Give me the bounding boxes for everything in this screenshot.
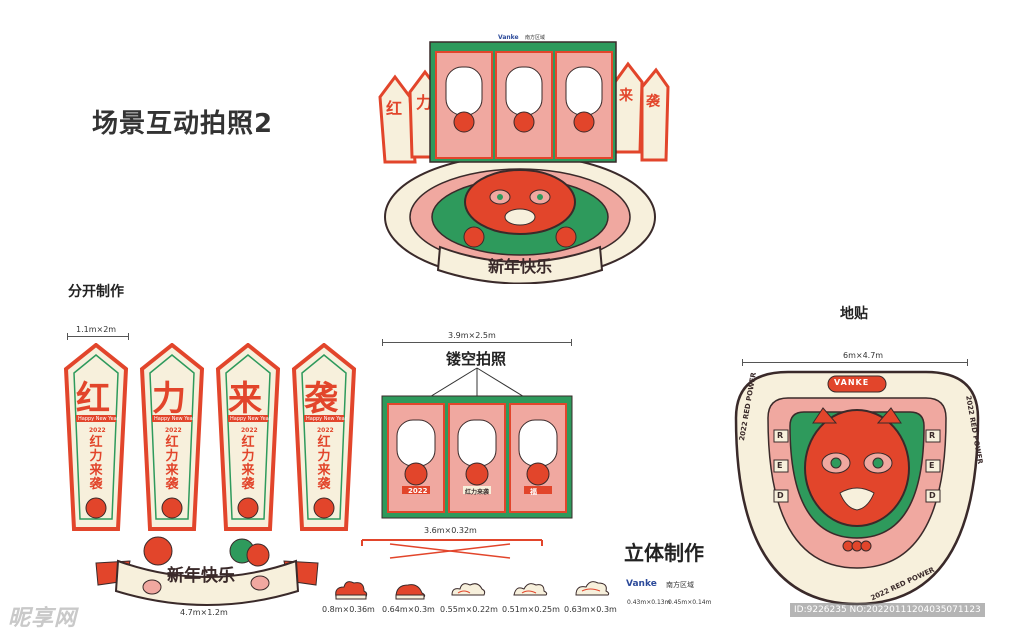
composite-scene-illustration: 红 力 来 袭 Vanke 南方区域 新年快乐	[378, 34, 670, 284]
banner-year: 2022	[317, 427, 334, 434]
frames-dimension-line	[382, 339, 572, 346]
floor-letter-e-left: E	[777, 461, 783, 470]
svg-text:南方区域: 南方区域	[525, 34, 545, 41]
ribbon-size-label: 4.7m×1.2m	[180, 608, 228, 617]
page-title: 场景互动拍照2	[92, 109, 274, 139]
small-piece-size: 0.64m×0.3m	[382, 605, 435, 614]
banner-slogan: 红力来袭	[317, 435, 331, 492]
section-3d-label: 立体制作	[624, 541, 704, 565]
frames-size-label: 3.9m×2.5m	[448, 331, 496, 340]
banner-shape	[63, 342, 129, 531]
banner-shape	[291, 342, 357, 531]
banner-shape	[215, 342, 281, 531]
svg-text:来: 来	[618, 88, 634, 104]
floor-size-label: 6m×4.7m	[843, 351, 884, 360]
banner-dimension-line	[67, 333, 129, 340]
frame-tag-fu: 福	[530, 488, 537, 496]
banner-happy-text: Happy New Year	[154, 416, 195, 422]
watermark-id: ID:9226235 NO:20220111204035071123	[790, 603, 985, 617]
floor-letter-d-left: D	[777, 491, 784, 500]
small-piece-size: 0.63m×0.3m	[564, 605, 617, 614]
small-piece-size: 0.55m×0.22m	[440, 605, 498, 614]
banner-year: 2022	[241, 427, 258, 434]
section-hollow-label: 镂空拍照	[446, 350, 507, 368]
logo-piece-region: 南方区域	[666, 581, 694, 589]
banner-slogan: 红力来袭	[165, 435, 179, 492]
cloud-red-icon	[395, 584, 426, 600]
floor-letter-r-right: R	[929, 431, 936, 440]
cloud-outline-icon	[451, 583, 486, 596]
section-separate-label: 分开制作	[68, 284, 124, 300]
banner-happy-text: Happy New Year	[230, 416, 271, 422]
floor-vanke-logo: VANKE	[834, 378, 870, 387]
ribbon-illustration	[95, 536, 319, 606]
banner-year: 2022	[165, 427, 182, 434]
floor-letter-d-right: D	[929, 491, 936, 500]
svg-text:力: 力	[416, 93, 432, 112]
banner-main-char: 袭	[304, 379, 338, 419]
watermark-site-logo: 昵享网	[8, 606, 78, 631]
cloud-outline-icon	[513, 583, 548, 596]
logo-piece-region-size: 0.45m×0.14m	[668, 599, 712, 606]
svg-text:红: 红	[386, 99, 402, 118]
banner-2: 力 Happy New Year 2022 红力来袭	[138, 342, 206, 531]
cloud-outline-icon	[575, 581, 610, 596]
banner-main-char: 来	[228, 379, 262, 419]
banner-main-char: 红	[76, 379, 110, 419]
svg-text:袭: 袭	[645, 93, 661, 110]
ribbon-text: 新年快乐	[167, 566, 235, 586]
banner-shape	[139, 342, 205, 531]
floor-sticker-illustration	[734, 370, 980, 606]
small-piece-size: 0.51m×0.25m	[502, 605, 560, 614]
small-piece-5: 0.63m×0.3m	[564, 577, 624, 614]
cloud-red-icon	[335, 581, 368, 600]
small-piece-3: 0.55m×0.22m	[440, 577, 500, 614]
svg-text:新年快乐: 新年快乐	[488, 257, 552, 276]
logo-piece-vanke: Vanke	[626, 579, 657, 589]
banner-happy-text: Happy New Year	[306, 416, 347, 422]
banner-4: 袭 Happy New Year 2022 红力来袭	[290, 342, 358, 531]
floor-dimension-line	[742, 359, 968, 366]
scene-vanke-logo: Vanke	[498, 34, 519, 41]
small-piece-2: 0.64m×0.3m	[382, 577, 438, 614]
small-pieces-row: 0.8m×0.36m 0.64m×0.3m 0.55m×0.22m 0.51m×…	[322, 577, 622, 617]
small-piece-size: 0.8m×0.36m	[322, 605, 375, 614]
small-piece-4: 0.51m×0.25m	[502, 577, 562, 614]
section-floor-label: 地贴	[840, 306, 868, 322]
banner-size-label: 1.1m×2m	[76, 325, 117, 334]
banner-group: 红 Happy New Year 2022 红力来袭 力 Happy New Y…	[62, 342, 362, 533]
small-piece-1: 0.8m×0.36m	[322, 577, 378, 614]
banner-happy-text: Happy New Year	[78, 416, 119, 422]
banner-3: 来 Happy New Year 2022 红力来袭	[214, 342, 282, 531]
banner-1: 红 Happy New Year 2022 红力来袭	[62, 342, 130, 531]
frame-base-illustration	[361, 539, 543, 559]
hollow-frames-illustration	[381, 367, 573, 519]
frame-tag-year: 2022	[408, 487, 428, 495]
floor-letter-e-right: E	[929, 461, 935, 470]
logo-piece-vanke-size: 0.43m×0.13m	[627, 599, 671, 606]
frame-base-size-label: 3.6m×0.32m	[424, 526, 477, 535]
banner-slogan: 红力来袭	[89, 435, 103, 492]
banner-slogan: 红力来袭	[241, 435, 255, 492]
floor-letter-r-left: R	[777, 431, 784, 440]
frame-tag-slogan: 红力来袭	[465, 489, 490, 496]
banner-year: 2022	[89, 427, 106, 434]
banner-main-char: 力	[152, 379, 186, 419]
